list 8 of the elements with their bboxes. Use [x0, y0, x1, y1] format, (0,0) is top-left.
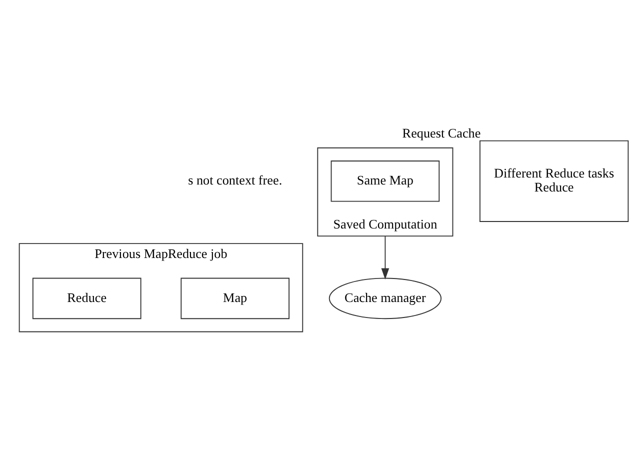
node-box: Map [180, 278, 290, 320]
arrow [381, 236, 390, 280]
node-box: Reduce [32, 278, 142, 320]
node-label: Request Cache [402, 125, 481, 140]
node-box: Same Map [330, 160, 440, 202]
node-box: Different Reduce tasks Reduce [479, 140, 629, 222]
label: s not context free. [188, 172, 282, 188]
node-ellipse: Cache manager [328, 278, 442, 320]
